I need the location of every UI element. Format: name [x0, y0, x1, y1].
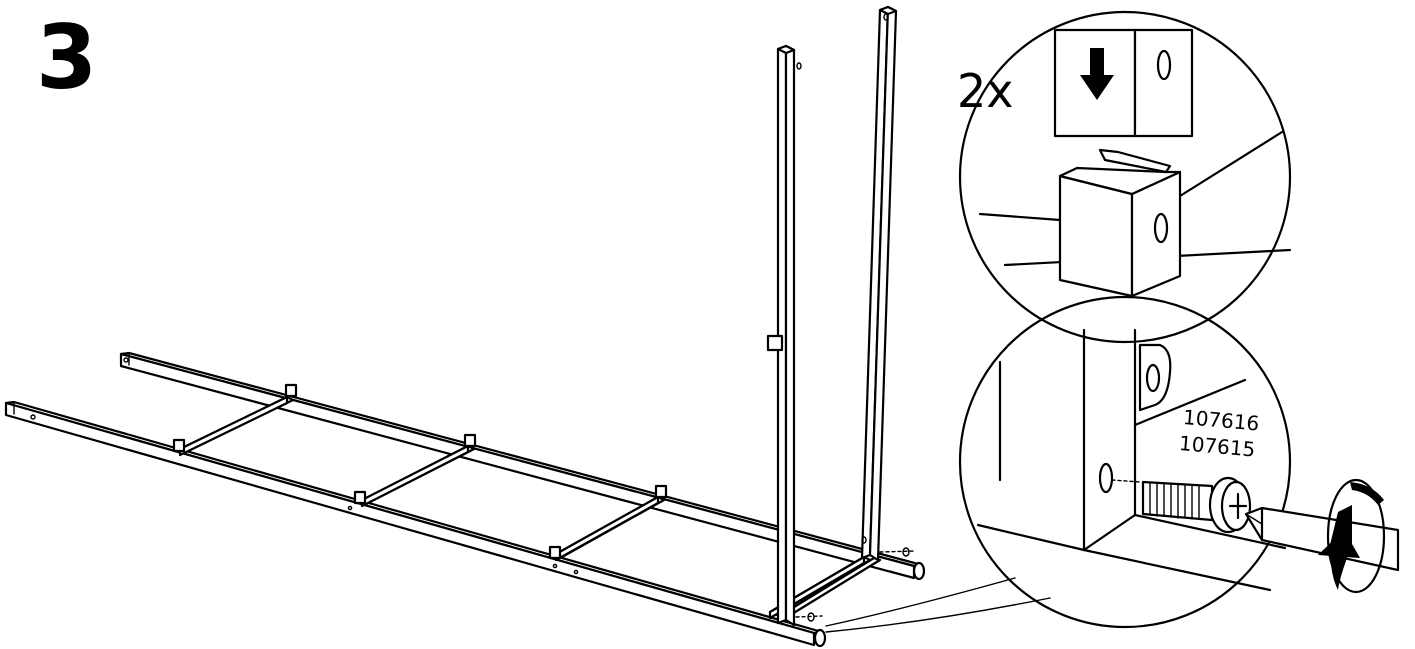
- screw-icon: [1141, 476, 1252, 534]
- back-rail: [119, 351, 926, 581]
- detail-circle-top: [958, 10, 1292, 344]
- down-arrow-icon: [1080, 48, 1114, 100]
- slat-brackets: [172, 383, 668, 560]
- left-upright-post: [766, 44, 802, 627]
- step-number: 3: [36, 6, 98, 109]
- screw-hint-marks: [795, 547, 916, 622]
- bed-frame-drawing: [4, 5, 1051, 648]
- screwdriver-icon: [1244, 506, 1400, 572]
- detail-circle-bottom: [958, 295, 1400, 629]
- rotate-arrow-icon: [1318, 478, 1386, 594]
- cross-slats: [178, 395, 882, 620]
- front-rail: [4, 400, 827, 648]
- right-upright-post: [860, 5, 898, 562]
